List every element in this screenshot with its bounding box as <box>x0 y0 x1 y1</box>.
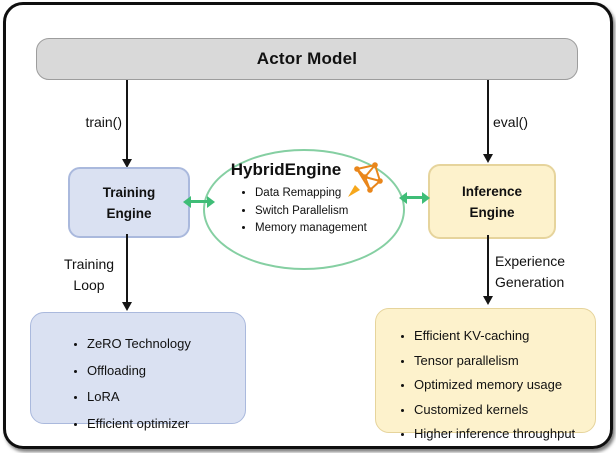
eval-label: eval() <box>493 114 529 130</box>
list-item: ZeRO Technology <box>87 331 239 358</box>
network-graph-icon <box>345 159 385 199</box>
inference-engine-label-line1: Inference <box>461 183 523 199</box>
training-engine-label-line1: Training <box>102 184 156 200</box>
hybrid-engine-node: HybridEngine Data RemappingSwitch Parall… <box>203 149 405 270</box>
eval-arrow <box>482 80 493 163</box>
training-loop-label: Training Loop <box>63 256 115 293</box>
sync-arrow-right <box>399 191 430 204</box>
list-item: Higher inference throughput <box>414 422 591 447</box>
train-label: train() <box>85 114 122 130</box>
actor-model-label: Actor Model <box>256 49 358 68</box>
list-item: Memory management <box>255 220 403 238</box>
inference-engine-label-line2: Engine <box>469 204 515 220</box>
inference-features-list: Efficient KV-cachingTensor parallelismOp… <box>376 309 595 447</box>
hybrid-engine-features-list: Data RemappingSwitch ParallelismMemory m… <box>205 185 403 238</box>
training-loop-arrow <box>121 234 132 311</box>
diagram-frame <box>3 2 613 449</box>
train-arrow <box>121 80 132 168</box>
training-engine-label-line2: Engine <box>106 205 152 221</box>
list-item: Offloading <box>87 358 239 385</box>
list-item: Efficient optimizer <box>87 411 239 438</box>
hybrid-engine-title: HybridEngine <box>230 160 342 179</box>
experience-generation-label: Experience Generation <box>495 253 566 290</box>
actor-model-node: Actor Model <box>36 38 578 80</box>
sync-arrow-left <box>183 195 215 208</box>
list-item: Optimized memory usage <box>414 373 591 398</box>
list-item: Efficient KV-caching <box>414 324 591 349</box>
inference-engine-node: Inference Engine <box>428 164 556 239</box>
training-engine-node: Training Engine <box>68 167 190 238</box>
list-item: LoRA <box>87 384 239 411</box>
training-features-list: ZeRO TechnologyOffloadingLoRAEfficient o… <box>31 313 245 437</box>
list-item: Tensor parallelism <box>414 349 591 374</box>
list-item: Switch Parallelism <box>255 203 403 221</box>
inference-features-box: Efficient KV-cachingTensor parallelismOp… <box>375 308 596 441</box>
experience-generation-arrow <box>482 235 493 305</box>
training-features-box: ZeRO TechnologyOffloadingLoRAEfficient o… <box>30 312 246 431</box>
list-item: Customized kernels <box>414 398 591 423</box>
list-item: Data Remapping <box>255 185 403 203</box>
